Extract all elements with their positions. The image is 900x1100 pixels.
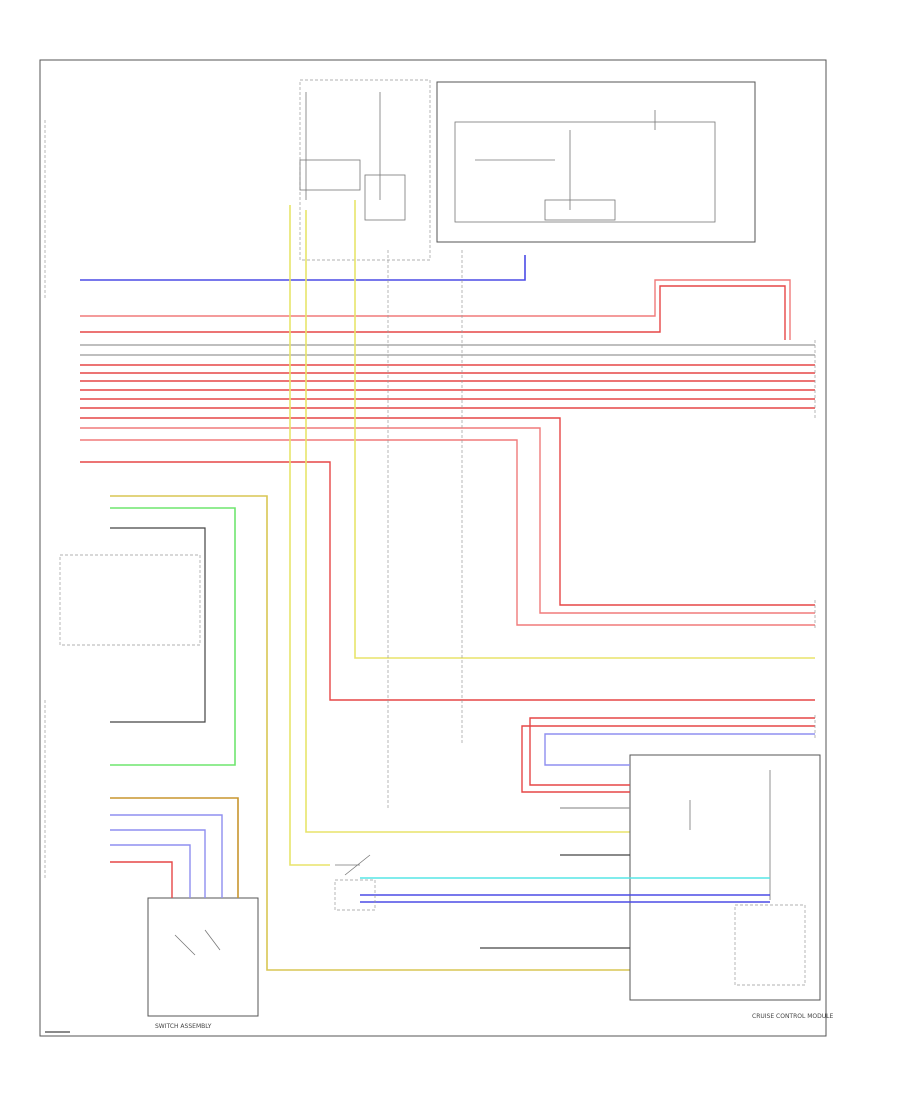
wire-black-loop — [110, 527, 206, 723]
relay-box — [436, 81, 756, 243]
wire-yellow-2 — [305, 210, 630, 833]
brake-switch — [334, 854, 376, 911]
diagram-frame — [39, 59, 827, 1037]
wire-green — [110, 507, 236, 766]
left-component — [59, 554, 201, 646]
cruise-control-module-label: CRUISE CONTROL MODULE — [752, 1013, 833, 1020]
switch-assembly-label: SWITCH ASSEMBLY — [155, 1023, 212, 1030]
wire-yellow-3 — [354, 200, 815, 659]
module-input-wires — [360, 717, 815, 949]
wire-yellow-1 — [289, 205, 330, 866]
wire-red-bundle — [80, 279, 815, 701]
switch-assembly — [110, 797, 259, 1017]
fuse-block — [299, 79, 431, 261]
wire-blue-top — [80, 255, 526, 281]
wire-yellow-4 — [110, 495, 630, 971]
